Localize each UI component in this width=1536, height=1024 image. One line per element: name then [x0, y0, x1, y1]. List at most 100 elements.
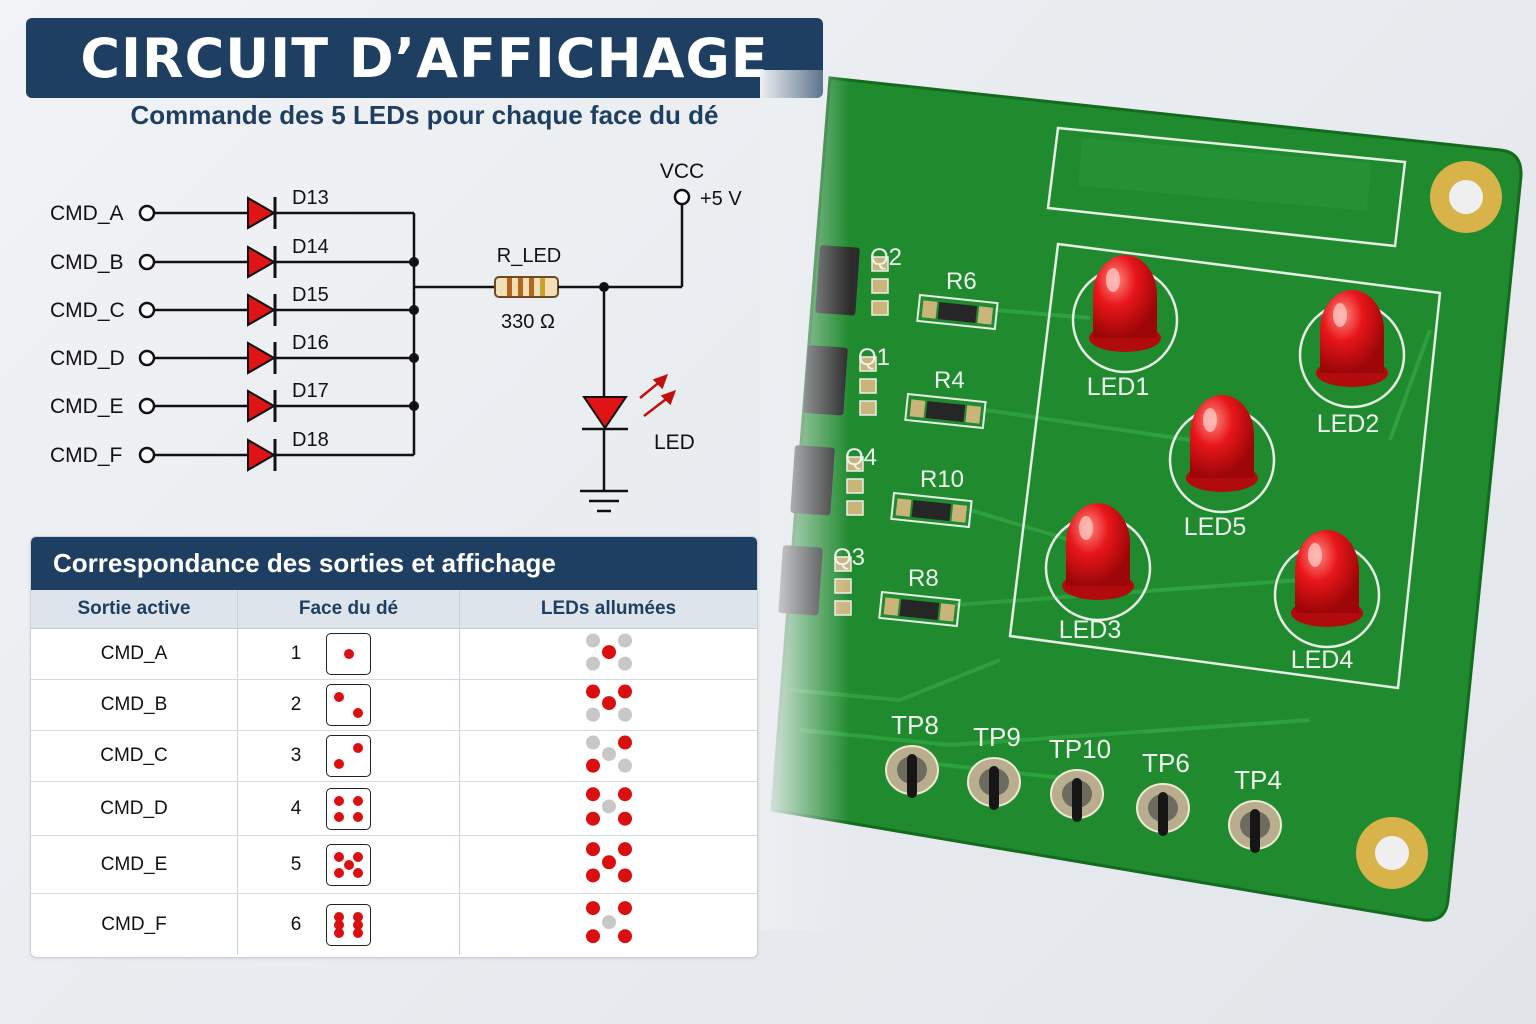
input-terminal	[138, 446, 156, 464]
die-pip	[353, 919, 363, 930]
led-off-dot	[617, 656, 632, 671]
pcb-led-label: LED2	[1317, 410, 1380, 438]
diode-label: D16	[292, 332, 329, 354]
led-off-dot	[585, 633, 600, 648]
die-pip	[334, 919, 344, 930]
test-point-label: TP8	[891, 710, 939, 740]
leds-on-cell	[460, 836, 757, 893]
led-on-dot	[601, 855, 616, 870]
die-pip	[334, 911, 344, 922]
led-on-dot	[617, 929, 632, 944]
led-on-dot	[585, 787, 600, 802]
face-number: 1	[290, 643, 302, 664]
resistor-label: R4	[934, 367, 965, 394]
die-pip	[353, 927, 363, 938]
resistor-label: R_LED	[497, 245, 561, 267]
die-pip	[343, 859, 354, 870]
die-face-icon	[326, 735, 371, 777]
test-point-tp10: TP10	[1049, 734, 1111, 822]
column-header: Face du dé	[238, 590, 460, 628]
leds-on-cell	[460, 782, 757, 835]
output-cell: CMD_F	[31, 894, 238, 955]
input-terminal	[138, 253, 156, 271]
schematic-diagram: CMD_AD13CMD_BD14CMD_CD15CMD_DD16CMD_ED17…	[50, 160, 742, 513]
die-face-icon	[326, 633, 371, 675]
diode-label: D14	[292, 236, 329, 258]
output-cell: CMD_A	[31, 629, 238, 679]
column-header: LEDs allumées	[540, 598, 677, 619]
input-label: CMD_B	[50, 251, 124, 274]
resistor-r-led	[494, 276, 559, 298]
led-pattern	[585, 901, 632, 944]
led-frame	[1008, 242, 1442, 690]
die-pip	[334, 867, 344, 878]
input-terminal	[138, 349, 156, 367]
light-arrows-icon	[639, 373, 677, 417]
input-terminal	[138, 301, 156, 319]
resistor-r6: R6	[916, 268, 999, 331]
pcb-led-label: LED3	[1059, 616, 1122, 644]
table-column-headers: Sortie active Face du dé LEDs allumées	[31, 590, 757, 629]
vcc-value: +5 V	[700, 188, 742, 210]
led-on-dot	[585, 868, 600, 883]
face-number: 2	[290, 694, 302, 715]
transistor-label: Q2	[870, 244, 902, 271]
led-on-dot	[617, 684, 632, 699]
diode-symbol	[247, 196, 277, 230]
leds-on-cell	[460, 680, 757, 730]
correspondence-table: Correspondance des sorties et affichage …	[30, 536, 758, 958]
output-cell: CMD_C	[31, 731, 238, 781]
led-off-dot	[601, 747, 616, 762]
led-pattern	[585, 787, 632, 826]
input-label: CMD_C	[50, 299, 125, 322]
vcc-label: VCC	[660, 160, 704, 183]
title-banner: CIRCUIT D’AFFICHAGE	[26, 18, 823, 98]
led-off-dot	[601, 915, 616, 930]
resistor-label: R6	[946, 268, 977, 295]
led-on-dot	[617, 901, 632, 916]
test-point-tp9: TP9	[967, 722, 1021, 810]
leds-on-cell	[460, 894, 757, 955]
diode-label: D18	[292, 429, 329, 451]
resistor-r10: R10	[890, 466, 973, 529]
led-on-dot	[585, 901, 600, 916]
face-number: 4	[290, 797, 302, 819]
die-pip	[353, 708, 363, 718]
test-point-label: TP9	[973, 722, 1021, 752]
led-off-dot	[617, 633, 632, 648]
face-cell: 3	[238, 731, 460, 781]
input-label: CMD_D	[50, 347, 125, 370]
die-pip	[334, 795, 344, 806]
leds-on-cell	[460, 629, 757, 679]
led-on-dot	[617, 842, 632, 857]
die-pip	[334, 851, 344, 862]
die-pip	[353, 795, 363, 806]
input-rows: CMD_AD13CMD_BD14CMD_CD15CMD_DD16CMD_ED17…	[50, 187, 419, 472]
led-on-dot	[585, 684, 600, 699]
leds-on-cell	[460, 731, 757, 781]
led-off-dot	[585, 707, 600, 722]
led-symbol	[582, 396, 628, 430]
table-row: CMD_A 1	[31, 629, 757, 680]
die-pip	[334, 811, 344, 822]
die-face-icon	[326, 843, 371, 886]
resistor-r4: R4	[904, 367, 987, 430]
die-pip	[353, 911, 363, 922]
transistor-label: Q1	[858, 344, 890, 371]
die-pip	[334, 759, 344, 769]
led-on-dot	[585, 929, 600, 944]
die-face-icon	[326, 903, 371, 946]
led-on-dot	[601, 696, 616, 711]
input-row-cmd-d: CMD_D D16	[50, 332, 419, 375]
die-pip	[343, 649, 354, 659]
led-pattern	[585, 735, 632, 773]
diode-symbol	[247, 389, 277, 423]
led-on-dot	[617, 868, 632, 883]
